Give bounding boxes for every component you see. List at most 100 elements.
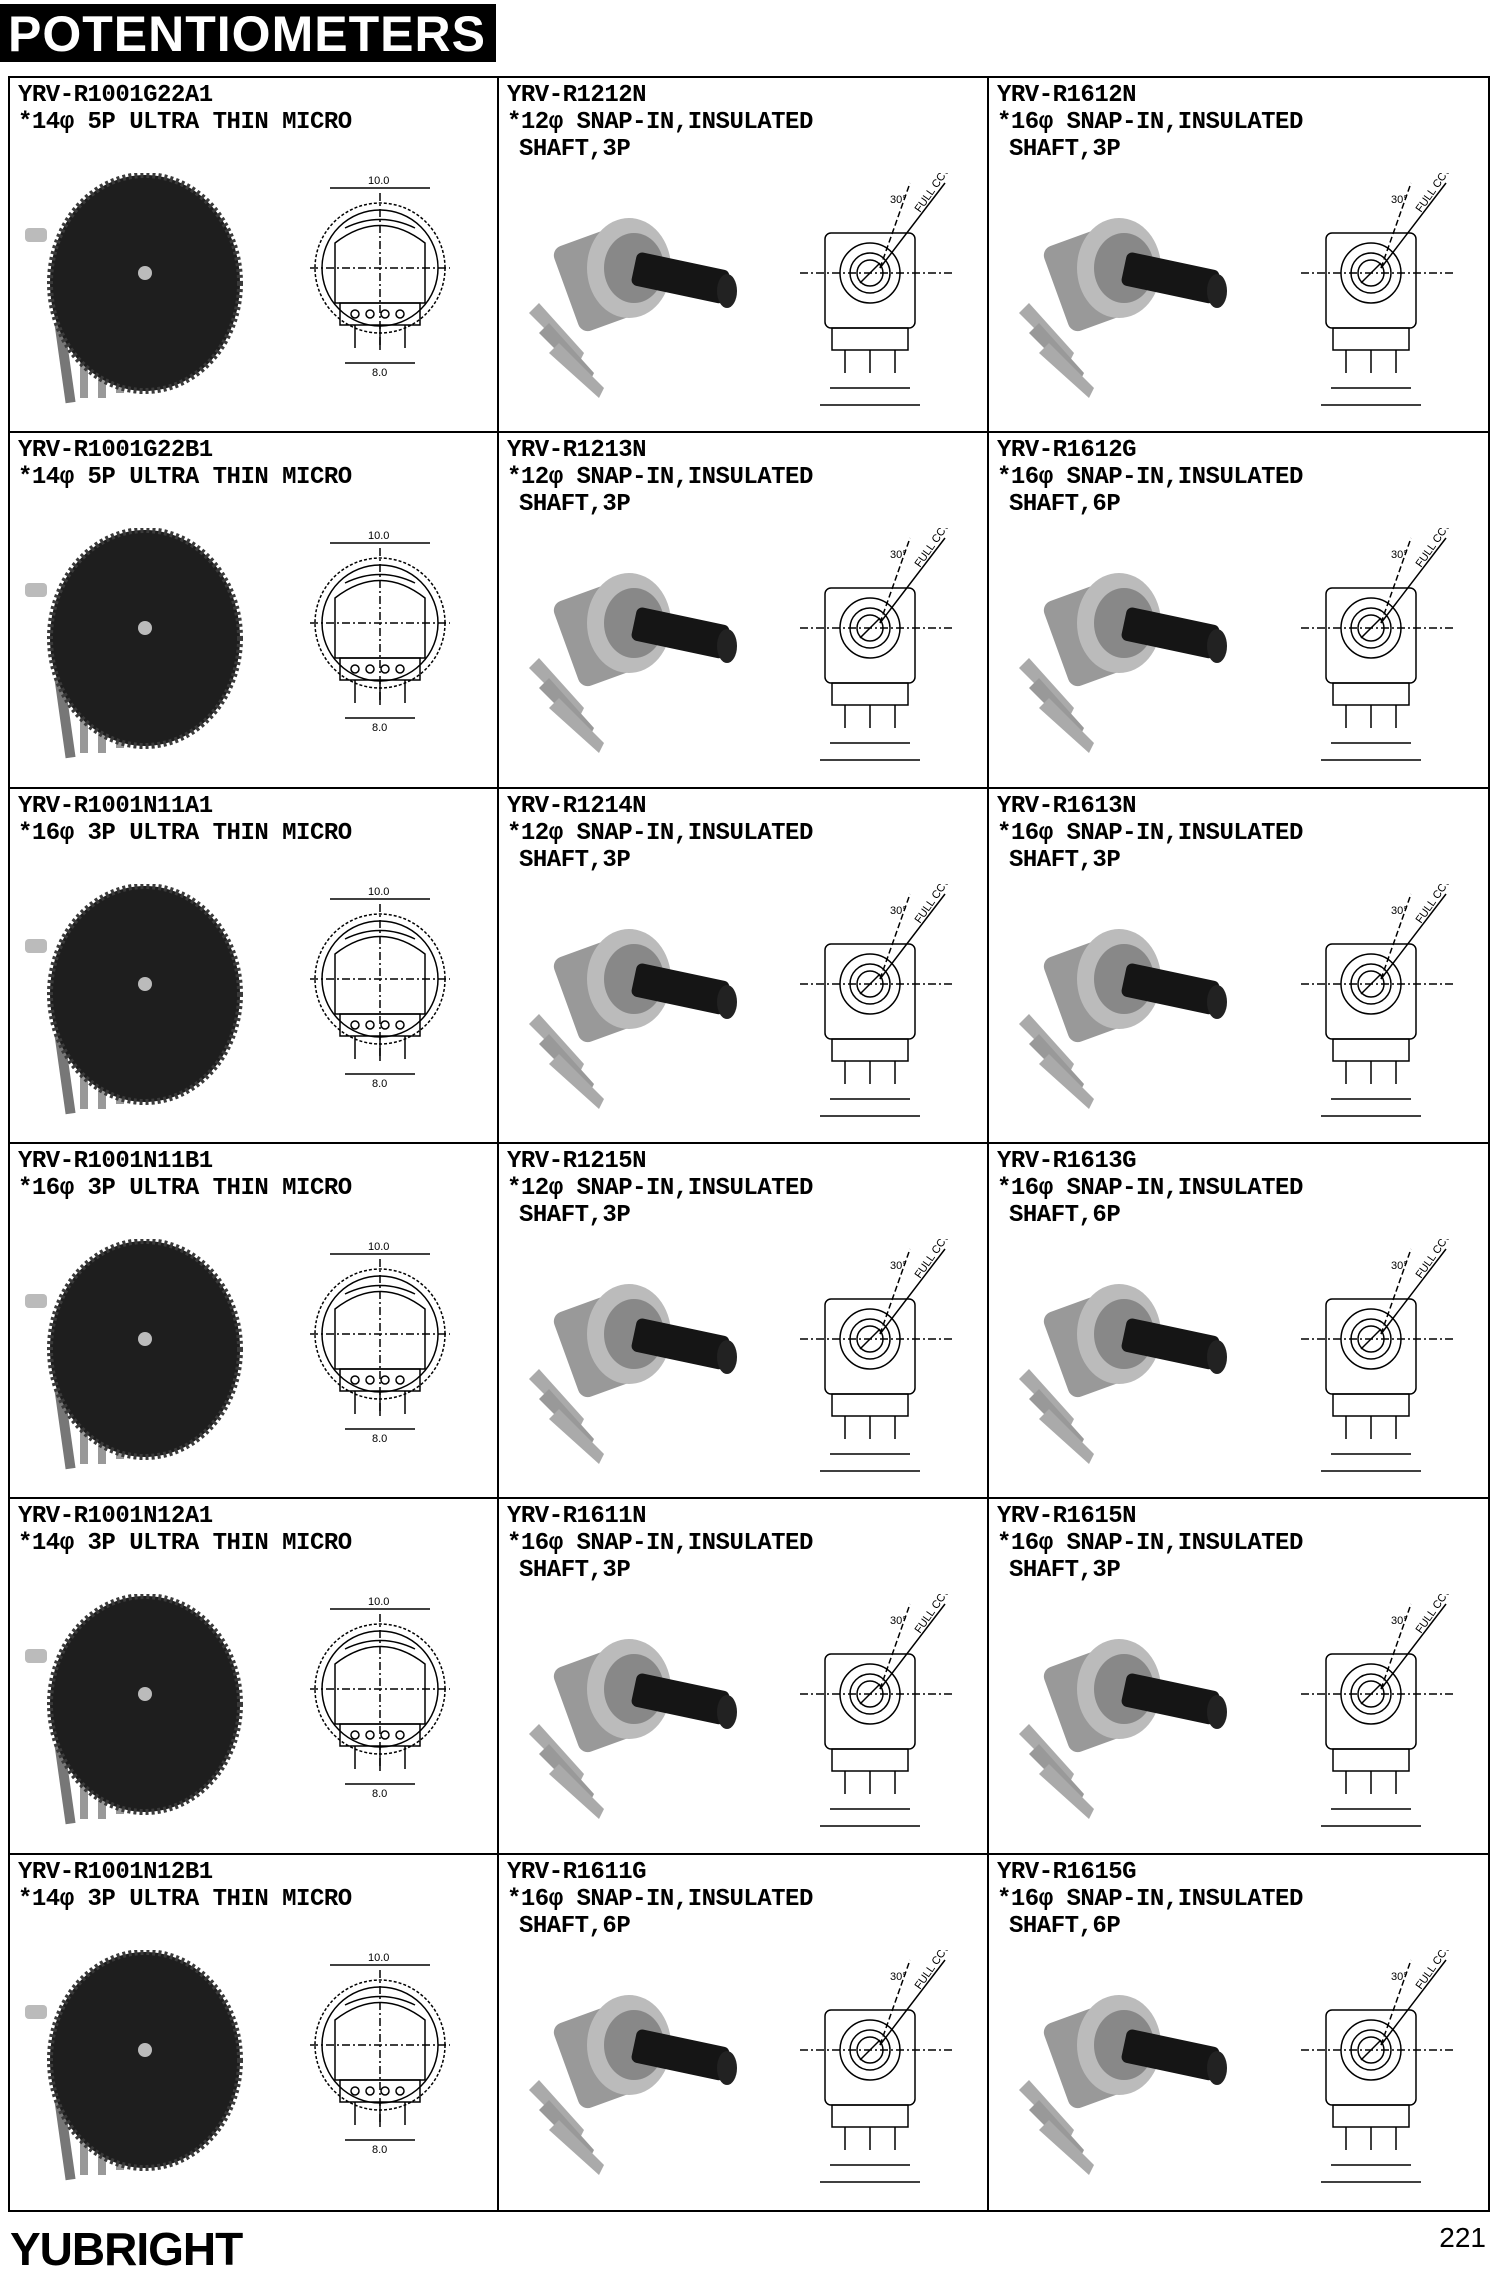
svg-text:10.0: 10.0 [368, 530, 389, 542]
dimension-drawing: FULL CCW. 30° [1301, 173, 1457, 406]
product-spec: *14φ 5P ULTRA THIN MICRO [18, 109, 352, 136]
dimension-drawing: FULL CCW. 30° [1301, 528, 1457, 762]
dimension-drawing: FULL CCW. 30° [800, 528, 956, 762]
potentiometer-photo [1019, 1994, 1227, 2175]
product-model: YRV-R1001N12A1 [18, 1503, 213, 1531]
product-spec-2: SHAFT,3P [519, 136, 631, 163]
product-model: YRV-R1001N12B1 [18, 1858, 213, 1886]
svg-text:10.0: 10.0 [368, 886, 389, 898]
dimension-drawing: FULL CCW. 30° [1301, 1594, 1457, 1828]
product-description: YRV-R1001N12A1*14φ 3P ULTRA THIN MICRO [18, 1503, 352, 1557]
svg-text:FULL CCW.: FULL CCW. [1414, 884, 1457, 926]
product-spec: *16φ SNAP-IN,INSULATED [997, 819, 1303, 847]
product-description: YRV-R1001N11A1*16φ 3P ULTRA THIN MICRO [18, 793, 352, 847]
product-cell: YRV-R1001N12A1*14φ 3P ULTRA THIN MICRO 1… [10, 1499, 499, 1855]
product-model: YRV-R1001G22B1 [18, 437, 213, 465]
dimension-drawing: 10.0 8.0 [310, 175, 450, 379]
dimension-drawing: 10.0 8.0 [310, 1241, 450, 1445]
svg-text:FULL CCW.: FULL CCW. [913, 528, 956, 570]
potentiometer-photo [1019, 1284, 1227, 1464]
product-model: YRV-R1612N [997, 82, 1137, 109]
product-spec-2: SHAFT,3P [519, 846, 631, 874]
potentiometer-photo [25, 1239, 243, 1470]
product-spec-2: SHAFT,3P [519, 491, 631, 519]
svg-text:10.0: 10.0 [368, 175, 389, 187]
svg-text:FULL CCW.: FULL CCW. [913, 1950, 956, 1992]
potentiometer-photo [529, 1284, 737, 1464]
product-cell: YRV-R1001N12B1*14φ 3P ULTRA THIN MICRO 1… [10, 1854, 499, 2210]
product-spec-2: SHAFT,6P [1009, 491, 1121, 519]
product-description: YRV-R1001N11B1*16φ 3P ULTRA THIN MICRO [18, 1148, 352, 1202]
potentiometer-photo [529, 218, 737, 398]
product-spec: *12φ SNAP-IN,INSULATED [507, 1175, 813, 1202]
product-spec: *16φ SNAP-IN,INSULATED [997, 109, 1303, 136]
svg-text:30°: 30° [1391, 905, 1408, 917]
product-model: YRV-R1611G [507, 1858, 647, 1886]
product-spec: *12φ SNAP-IN,INSULATED [507, 109, 813, 136]
svg-text:10.0: 10.0 [368, 1952, 389, 1964]
dimension-drawing: FULL CCW. 30° [1301, 884, 1457, 1117]
product-spec: *16φ 3P ULTRA THIN MICRO [18, 1175, 352, 1202]
product-spec: *14φ 3P ULTRA THIN MICRO [18, 1885, 352, 1913]
product-spec: *16φ SNAP-IN,INSULATED [997, 1175, 1303, 1202]
svg-text:FULL CCW.: FULL CCW. [1414, 528, 1457, 570]
dimension-drawing: FULL CCW. 30° [1301, 1950, 1457, 2183]
product-spec: *12φ SNAP-IN,INSULATED [507, 819, 813, 847]
product-spec: *16φ SNAP-IN,INSULATED [507, 1885, 813, 1913]
svg-text:30°: 30° [890, 1615, 907, 1627]
product-spec: *16φ SNAP-IN,INSULATED [997, 464, 1303, 492]
product-spec-2: SHAFT,6P [1009, 1912, 1121, 1940]
potentiometer-photo [25, 883, 243, 1114]
dimension-drawing: FULL CCW. 30° [800, 1239, 956, 1472]
potentiometer-photo [25, 173, 243, 404]
potentiometer-photo [1019, 928, 1227, 1109]
product-grid: YRV-R1001G22A1*14φ 5P ULTRA THIN MICRO 1… [8, 76, 1490, 2212]
product-model: YRV-R1212N [507, 82, 647, 109]
product-spec: *14φ 5P ULTRA THIN MICRO [18, 464, 352, 492]
potentiometer-photo [1019, 573, 1227, 754]
product-model: YRV-R1213N [507, 437, 647, 465]
svg-text:30°: 30° [1391, 1971, 1408, 1983]
potentiometer-photo [25, 1949, 243, 2180]
svg-text:FULL CCW.: FULL CCW. [1414, 1950, 1457, 1992]
product-cell: YRV-R1001N11B1*16φ 3P ULTRA THIN MICRO 1… [10, 1144, 499, 1500]
product-spec-2: SHAFT,3P [519, 1557, 631, 1585]
svg-text:8.0: 8.0 [372, 1433, 387, 1445]
dimension-drawing: FULL CCW. 30° [800, 884, 956, 1117]
product-cell: YRV-R1001G22B1*14φ 5P ULTRA THIN MICRO 1… [10, 433, 499, 789]
potentiometer-photo [1019, 218, 1227, 398]
page-number: 221 [1439, 2222, 1486, 2253]
product-description: YRV-R1001G22A1*14φ 5P ULTRA THIN MICRO [18, 82, 352, 136]
svg-text:30°: 30° [1391, 1260, 1408, 1272]
product-spec: *14φ 3P ULTRA THIN MICRO [18, 1530, 352, 1558]
product-spec-2: SHAFT,3P [1009, 1557, 1121, 1585]
svg-text:10.0: 10.0 [368, 1596, 389, 1608]
product-spec: *16φ SNAP-IN,INSULATED [507, 1530, 813, 1558]
potentiometer-photo [529, 1639, 737, 1820]
svg-text:30°: 30° [890, 905, 907, 917]
product-model: YRV-R1613G [997, 1148, 1137, 1175]
svg-text:FULL CCW.: FULL CCW. [1414, 1239, 1457, 1281]
svg-text:8.0: 8.0 [372, 722, 387, 734]
product-cell: YRV-R1001N11A1*16φ 3P ULTRA THIN MICRO 1… [10, 788, 499, 1144]
dimension-drawing: FULL CCW. 30° [800, 1594, 956, 1828]
dimension-drawing: 10.0 8.0 [310, 530, 450, 734]
product-spec: *12φ SNAP-IN,INSULATED [507, 464, 813, 492]
svg-text:FULL CCW.: FULL CCW. [1414, 1594, 1457, 1636]
dimension-drawing: FULL CCW. 30° [1301, 1239, 1457, 1472]
product-model: YRV-R1001G22A1 [18, 82, 213, 109]
product-model: YRV-R1001N11B1 [18, 1148, 213, 1175]
